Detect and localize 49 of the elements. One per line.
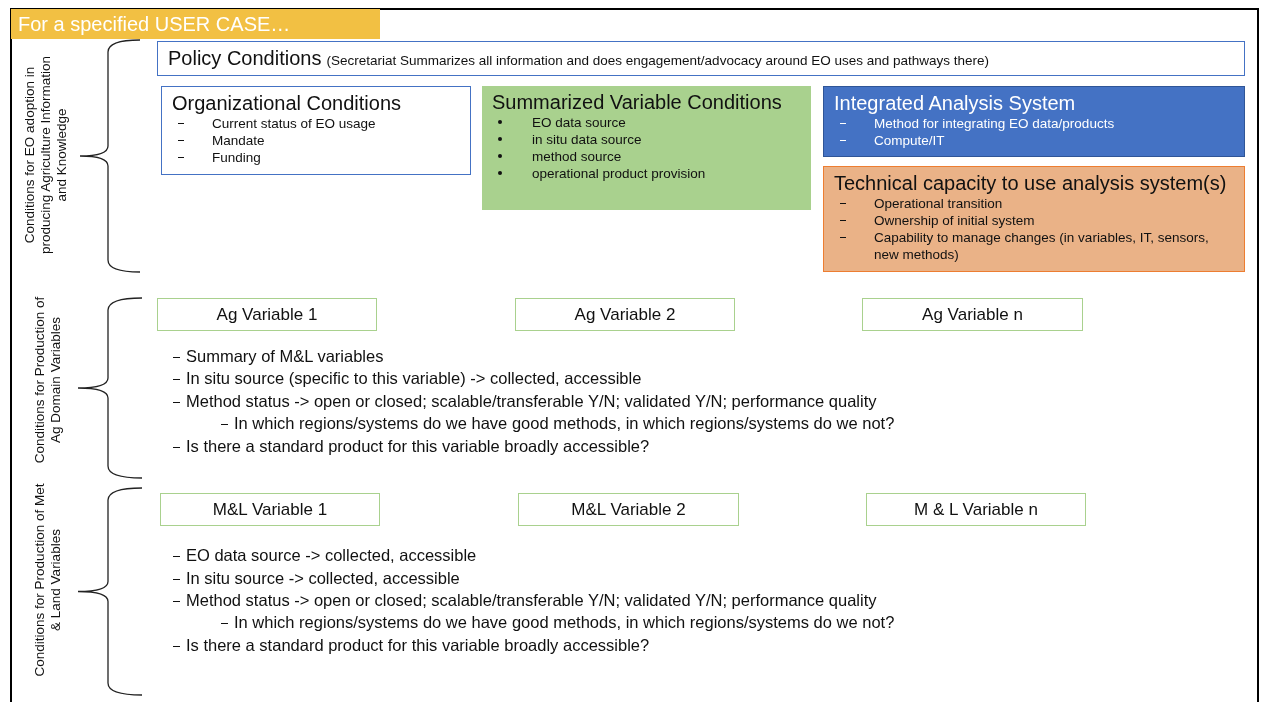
list-item: In situ source -> collected, accessible	[172, 567, 460, 589]
box-label: Ag Variable 1	[216, 304, 318, 325]
list-item: Ownership of initial system	[834, 212, 1234, 229]
variable-box	[866, 493, 1086, 526]
box-heading: Organizational Conditions	[172, 91, 403, 115]
list-item: operational product provision	[492, 165, 801, 182]
list-item: Capability to manage changes (in variables, IT, sensors, new methods)	[834, 229, 1234, 263]
section-label: Conditions for Production of Met & Land Variables	[32, 482, 64, 679]
box-label: Ag Variable n	[922, 304, 1023, 325]
variable-box	[160, 493, 380, 526]
condition-box	[823, 166, 1245, 272]
box-heading: Integrated Analysis System	[834, 91, 1077, 115]
variable-box	[518, 493, 739, 526]
list-item: Current status of EO usage	[172, 115, 460, 132]
box-heading: Policy Conditions	[168, 47, 322, 69]
variable-box	[862, 298, 1083, 331]
list-item: Compute/IT	[834, 132, 1234, 149]
box-label: Ag Variable 2	[574, 304, 676, 325]
list-item: Method for integrating EO data/products	[834, 115, 1234, 132]
list-item: Is there a standard product for this variable broadly accessible?	[172, 435, 650, 457]
box-note: (Secretariat Summarizes all information and does engagement/advocacy around EO uses and pathways there)	[326, 53, 990, 68]
title-banner: For a specified USER CASE…	[11, 9, 380, 39]
condition-box	[823, 86, 1245, 157]
condition-box	[157, 41, 1245, 76]
list-item: method source	[492, 148, 801, 165]
list-item: in situ data source	[492, 131, 801, 148]
box-label: M & L Variable n	[914, 499, 1038, 520]
list-item: EO data source -> collected, accessible	[172, 544, 477, 566]
condition-box	[161, 86, 471, 175]
list-item: EO data source	[492, 114, 801, 131]
list-item: Mandate	[172, 132, 460, 149]
list-item: Method status -> open or closed; scalable/transferable Y/N; validated Y/N; performance quality	[172, 589, 877, 611]
section-label: Conditions for Production of Ag Domain Variables	[32, 295, 64, 466]
box-label: M&L Variable 2	[571, 499, 686, 520]
section-label: Conditions for EO adoption in producing Agriculture Information and Knowledge	[21, 54, 69, 257]
variable-box	[515, 298, 735, 331]
list-item: In which regions/systems do we have good methods, in which regions/systems do we not?	[220, 611, 895, 633]
list-item: Operational transition	[834, 195, 1234, 212]
list-item: Is there a standard product for this variable broadly accessible?	[172, 634, 650, 656]
list-item: In which regions/systems do we have good methods, in which regions/systems do we not?	[220, 412, 895, 434]
list-item: Summary of M&L variables	[172, 345, 384, 367]
condition-box	[482, 86, 811, 210]
list-item: In situ source (specific to this variable) -> collected, accessible	[172, 367, 642, 389]
list-item: Method status -> open or closed; scalable/transferable Y/N; validated Y/N; performance quality	[172, 390, 877, 412]
box-heading: Summarized Variable Conditions	[492, 90, 783, 114]
box-label: M&L Variable 1	[212, 499, 328, 520]
variable-box	[157, 298, 377, 331]
list-item: Funding	[172, 149, 460, 166]
box-heading: Technical capacity to use analysis system(s)	[834, 171, 1228, 195]
